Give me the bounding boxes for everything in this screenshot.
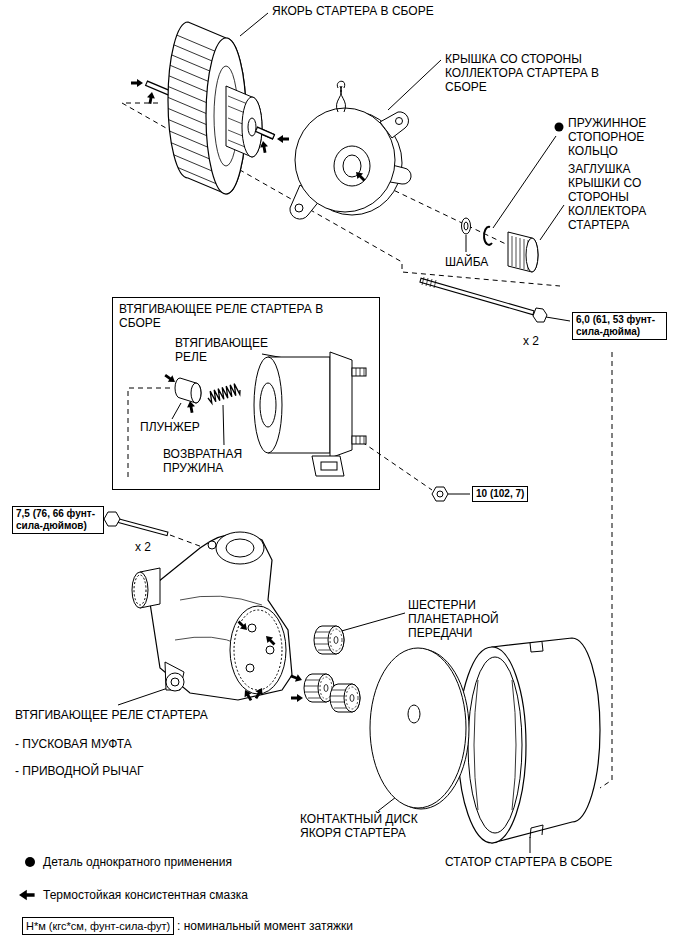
part-label: ПЛУНЖЕР (140, 420, 200, 434)
torque-box: 10 (102, 7) (472, 486, 528, 502)
legend-torque-box: Н*м (кгс*см, фунт-сила-фут) (22, 917, 174, 935)
part-label: ВТЯГИВАЮЩЕЕ РЕЛЕ СТАРТЕРА (15, 708, 208, 722)
torque-box: 7,5 (76, 66 фунт-сила-дюймов) (12, 506, 104, 534)
planetary-gears (304, 626, 360, 712)
part-label: ЯКОРЬ СТАРТЕРА В СБОРЕ (272, 4, 434, 18)
part-label: СТАТОР СТАРТЕРА В СБОРЕ (445, 855, 612, 869)
contact-plate (370, 648, 469, 809)
armature (146, 22, 274, 209)
box-text: ВТЯГИВАЮЩЕЕ РЕЛЕ СТАРТЕРА В СБОРЕ (119, 302, 359, 330)
through-bolt (420, 277, 547, 322)
part-label: - ПРИВОДНОЙ РЫЧАГ (15, 764, 143, 778)
part-label: ВТЯГИВАЮЩЕЕ РЕЛЕ (175, 336, 285, 364)
torque-box: 6,0 (61, 53 фунт-сила-дюйма) (572, 312, 667, 340)
part-label: ВОЗВРАТНАЯ ПРУЖИНА (163, 447, 263, 475)
part-label: ЗАГЛУШКА КРЫШКИ СО СТОРОНЫ КОЛЛЕКТОРА СТ… (568, 162, 668, 232)
terminal-nut (432, 487, 448, 501)
legend-dot-sample (25, 857, 35, 867)
yoke-stator (458, 638, 600, 843)
legend-arrow-sample (19, 890, 35, 900)
housing-bolt (104, 512, 168, 534)
box-text: Н*м (кгс*см, фунт-сила-фут) (26, 919, 170, 933)
one-time-use-dot (555, 123, 564, 132)
legend-text: Деталь однократного применения (43, 855, 232, 869)
part-label: - ПУСКОВАЯ МУФТА (15, 737, 132, 751)
leader-lines (118, 13, 570, 853)
legend-text: : номинальный момент затяжки (177, 919, 353, 933)
commutator-end-cover (290, 81, 411, 219)
box-text: 7,5 (76, 66 фунт-сила-дюймов) (16, 508, 100, 532)
part-label: КОНТАКТНЫЙ ДИСК ЯКОРЯ СТАРТЕРА (300, 812, 440, 840)
quantity-label: x 2 (135, 540, 151, 554)
terminal-nut-hole (437, 491, 443, 497)
part-label: КРЫШКА СО СТОРОНЫ КОЛЛЕКТОРА СТАРТЕРА В … (445, 52, 610, 94)
part-label: ШАЙБА (445, 255, 488, 269)
legend-text: Термостойкая консистентная смазка (43, 888, 248, 902)
quantity-label: x 2 (523, 334, 539, 348)
assembly-frame: ВТЯГИВАЮЩЕЕ РЕЛЕ СТАРТЕРА В СБОРЕ (112, 297, 380, 490)
box-text: 6,0 (61, 53 фунт-сила-дюйма) (576, 314, 663, 338)
part-label: ШЕСТЕРНИ ПЛАНЕТАРНОЙ ПЕРЕДАЧИ (408, 598, 518, 640)
box-text: 10 (102, 7) (476, 488, 524, 500)
drive-housing (132, 532, 292, 700)
part-label: ПРУЖИННОЕ СТОПОРНОЕ КОЛЬЦО (568, 116, 668, 158)
